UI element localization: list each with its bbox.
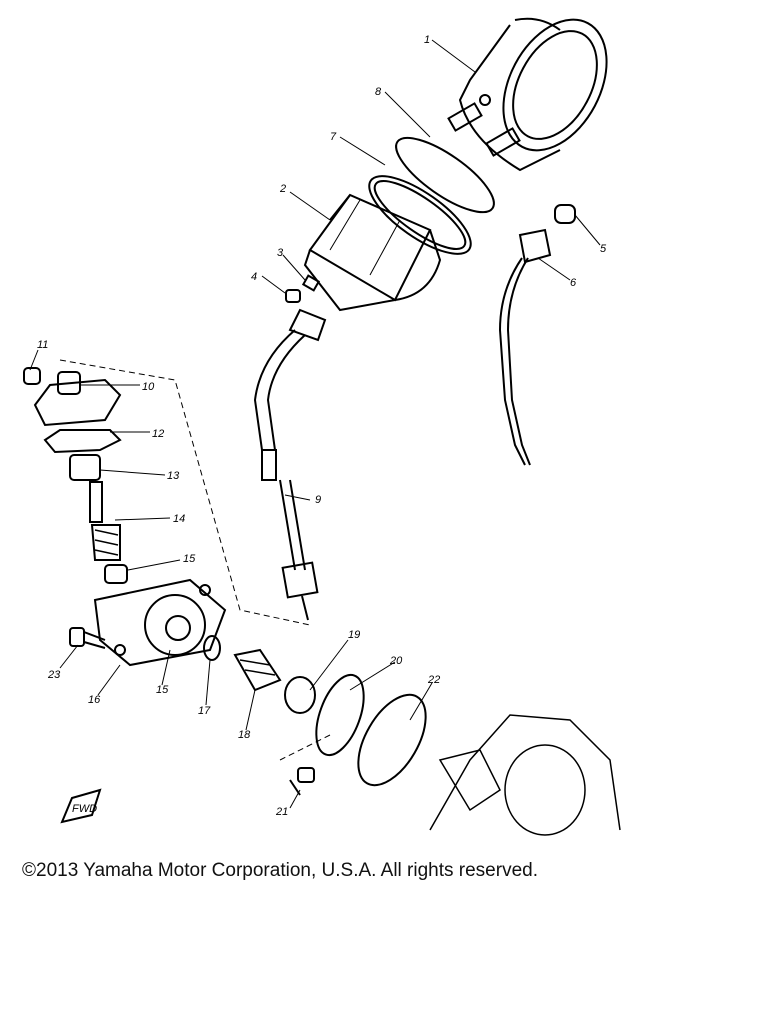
screw-3: [301, 274, 321, 292]
callout-part-10: 10: [142, 381, 155, 393]
flange: [23, 367, 122, 427]
crankcase-cover: [429, 714, 621, 836]
leader-lines: [29, 39, 601, 809]
shaft-18: [233, 648, 282, 692]
fwd-arrow-icon: FWD: [60, 788, 102, 824]
callout-part-11: 11: [37, 339, 48, 351]
bulb-socket: [498, 204, 576, 466]
meter-case: [303, 193, 442, 312]
callout-part-20: 20: [389, 655, 403, 667]
callout-part-13: 13: [167, 470, 180, 482]
callout-part-19: 19: [348, 629, 360, 641]
callout-part-3: 3: [277, 247, 284, 259]
reference-line: [59, 359, 311, 626]
copyright-notice: ©2013 Yamaha Motor Corporation, U.S.A. A…: [22, 860, 538, 881]
callout-part-12: 12: [152, 428, 164, 440]
washer-15: [104, 564, 128, 584]
screw-4: [285, 289, 301, 303]
callout-part-15b: 15: [156, 684, 169, 696]
callout-part-22: 22: [427, 674, 440, 686]
meter-housing: [447, 17, 608, 172]
washer-17: [203, 635, 221, 661]
callout-part-5: 5: [600, 243, 607, 255]
callout-part-7: 7: [330, 131, 337, 143]
callout-part-17: 17: [198, 705, 211, 717]
collar-20: [315, 673, 365, 757]
callout-part-14: 14: [173, 513, 185, 525]
callout-part-8: 8: [375, 86, 382, 98]
gasket-8: [395, 136, 495, 214]
callout-part-4: 4: [251, 271, 257, 283]
drive-gear-14: [89, 481, 121, 561]
oil-seal-19: [284, 676, 316, 714]
fwd-label: FWD: [72, 803, 97, 815]
callout-part-16: 16: [88, 694, 101, 706]
callout-part-6: 6: [570, 277, 577, 289]
callout-labels: 1 8 7 2 3 4 5 6 9 10 11 12 13 14 15 23 1…: [37, 34, 607, 818]
callout-part-15a: 15: [183, 553, 196, 565]
gear-housing: [93, 578, 227, 667]
gasket-12: [43, 429, 122, 454]
gasket-7: [368, 175, 472, 255]
exploded-parts-diagram: FWD 1 8 7 2 3 4 5 6 9: [23, 17, 621, 836]
meter-cable: [253, 308, 327, 621]
callout-part-2: 2: [279, 183, 286, 195]
screw-21: [289, 767, 315, 796]
callout-part-9: 9: [315, 494, 321, 506]
oring-22: [357, 693, 427, 787]
callout-part-23: 23: [47, 669, 61, 681]
callout-part-1: 1: [424, 34, 430, 46]
bushing-13: [69, 454, 101, 481]
callout-part-21: 21: [275, 806, 288, 818]
callout-part-18: 18: [238, 729, 251, 741]
